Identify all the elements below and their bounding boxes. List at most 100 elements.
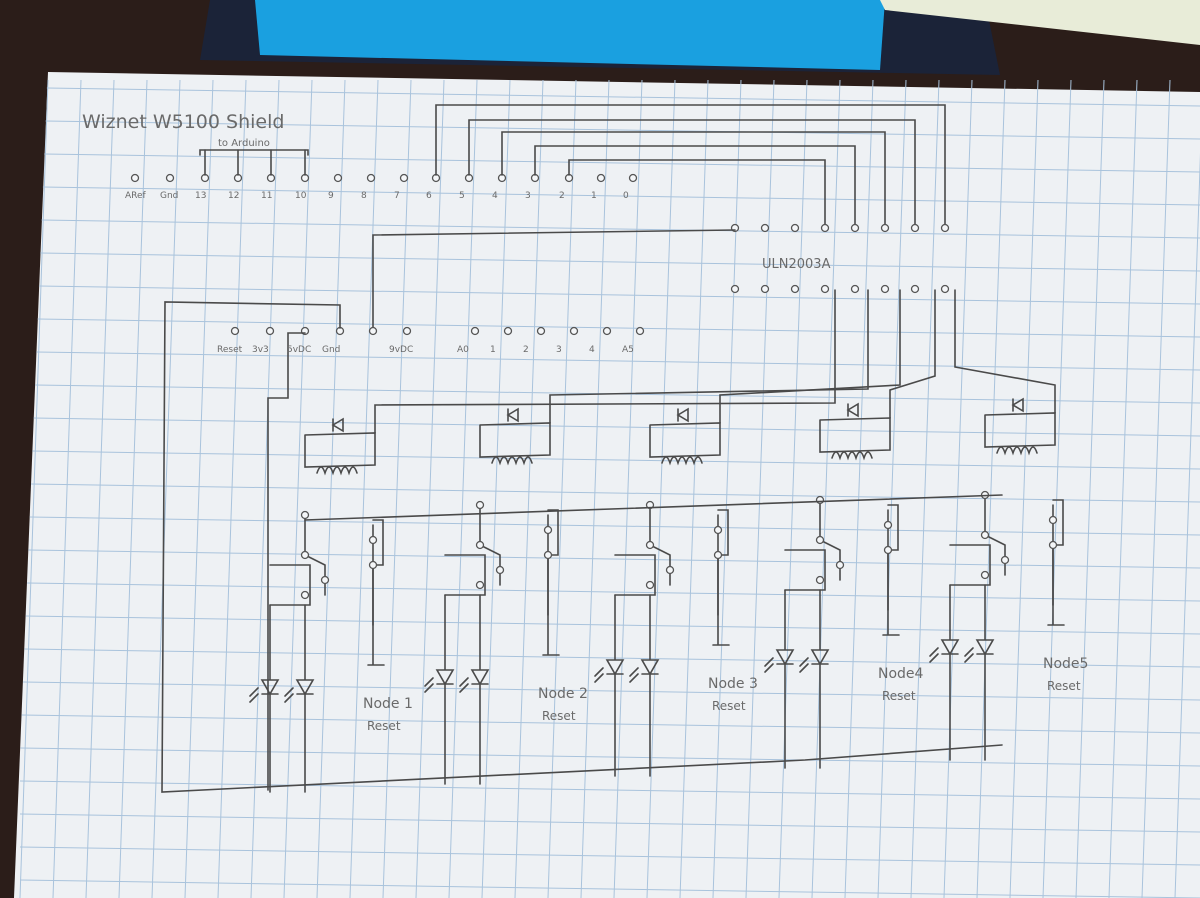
control-wire bbox=[501, 131, 886, 227]
node-action-label: Reset bbox=[367, 719, 401, 733]
node-action-label: Reset bbox=[1047, 679, 1081, 693]
pin-label: 3 bbox=[556, 345, 562, 355]
diode-icon bbox=[846, 402, 859, 418]
power-pin bbox=[569, 326, 579, 336]
relay-box bbox=[984, 412, 1056, 448]
pin-label: 4 bbox=[492, 191, 498, 201]
pin-label: Gnd bbox=[322, 345, 340, 355]
circuit-drawing bbox=[130, 104, 1065, 793]
led-arrows-icon bbox=[964, 647, 974, 663]
pin-label: ARef bbox=[125, 191, 147, 201]
header-pin bbox=[628, 173, 638, 183]
contact-wire bbox=[269, 564, 311, 606]
reset-button-icon bbox=[712, 509, 730, 646]
header-pin bbox=[596, 173, 606, 183]
junction bbox=[665, 565, 675, 575]
led-arrows-icon bbox=[594, 667, 604, 683]
junction bbox=[368, 535, 378, 545]
node-action-label: Reset bbox=[712, 699, 746, 713]
uln-pin bbox=[940, 223, 950, 233]
pin-label: A0 bbox=[457, 345, 469, 355]
node-label: Node 1 bbox=[363, 696, 413, 712]
grid-line bbox=[27, 582, 1200, 602]
led-arrows-icon bbox=[799, 657, 809, 673]
grid-line bbox=[382, 79, 412, 898]
pin-label: 0 bbox=[623, 191, 629, 201]
control-wire bbox=[435, 104, 946, 227]
uln-pin bbox=[940, 284, 950, 294]
led-icon bbox=[435, 594, 455, 785]
uln-pin bbox=[790, 284, 800, 294]
relay-box bbox=[649, 422, 721, 458]
driver-output-wire bbox=[954, 289, 1056, 414]
driver-output-wire bbox=[889, 289, 936, 419]
junction bbox=[475, 580, 485, 590]
junction bbox=[713, 550, 723, 560]
power-pin bbox=[230, 326, 240, 336]
subtitle: to Arduino bbox=[218, 138, 270, 149]
header-pin bbox=[130, 173, 140, 183]
node-label: Node 2 bbox=[538, 686, 588, 702]
grid-line bbox=[20, 747, 1200, 767]
ruler-card bbox=[880, 0, 1200, 45]
junction bbox=[980, 570, 990, 580]
grid-line bbox=[415, 79, 445, 898]
coil-icon bbox=[831, 451, 873, 461]
uln-pin bbox=[910, 284, 920, 294]
coil-icon bbox=[996, 446, 1038, 456]
grid-line bbox=[481, 79, 511, 898]
pin-label: 7 bbox=[394, 191, 400, 201]
grid-line bbox=[547, 79, 577, 898]
grid-line bbox=[1042, 79, 1072, 898]
reset-button-icon bbox=[542, 509, 560, 656]
relay-section bbox=[424, 289, 869, 785]
junction bbox=[300, 550, 310, 560]
reset-button-icon bbox=[367, 519, 385, 666]
driver-label: ULN2003A bbox=[762, 257, 831, 272]
pin-label: 13 bbox=[195, 191, 206, 201]
uln-pin bbox=[820, 284, 830, 294]
grid-line bbox=[19, 813, 1200, 833]
grid-line bbox=[811, 79, 841, 898]
header-pin bbox=[399, 173, 409, 183]
control-wire bbox=[568, 159, 826, 227]
contact-wire bbox=[949, 544, 991, 586]
ground-wire bbox=[161, 301, 1003, 793]
grid-line bbox=[31, 483, 1200, 503]
grid-line bbox=[151, 79, 181, 898]
node-action-label: Reset bbox=[542, 709, 576, 723]
led-icon bbox=[640, 594, 660, 777]
grid-line bbox=[19, 79, 49, 898]
control-wire bbox=[468, 119, 916, 227]
led-icon bbox=[260, 604, 280, 793]
power-pin bbox=[368, 326, 378, 336]
junction bbox=[543, 550, 553, 560]
pin-label: 10 bbox=[295, 191, 307, 201]
junction bbox=[815, 535, 825, 545]
grid-line bbox=[19, 780, 1200, 800]
grid-line bbox=[42, 186, 1200, 206]
grid-line bbox=[23, 681, 1200, 701]
contact-wire bbox=[614, 554, 656, 596]
header-pin bbox=[333, 173, 343, 183]
grid-line bbox=[85, 79, 115, 898]
junction bbox=[815, 495, 825, 505]
grid-line bbox=[19, 879, 1200, 898]
relay-section bbox=[249, 289, 836, 793]
pin-label: 2 bbox=[559, 191, 565, 201]
uln-pin bbox=[850, 223, 860, 233]
grid-line bbox=[1174, 153, 1200, 898]
pin-label: 3v3 bbox=[252, 345, 269, 355]
power-pin bbox=[402, 326, 412, 336]
led-arrows-icon bbox=[629, 667, 639, 683]
grid-line bbox=[29, 516, 1200, 536]
junction bbox=[713, 525, 723, 535]
uln-pin bbox=[880, 223, 890, 233]
led-icon bbox=[975, 584, 995, 761]
junction bbox=[475, 540, 485, 550]
junction bbox=[1048, 515, 1058, 525]
labels: Wiznet W5100 Shield to Arduino ULN2003A … bbox=[82, 111, 1088, 733]
grid-line bbox=[712, 79, 742, 898]
relay-box bbox=[304, 432, 376, 468]
pin-label: 12 bbox=[228, 191, 239, 201]
